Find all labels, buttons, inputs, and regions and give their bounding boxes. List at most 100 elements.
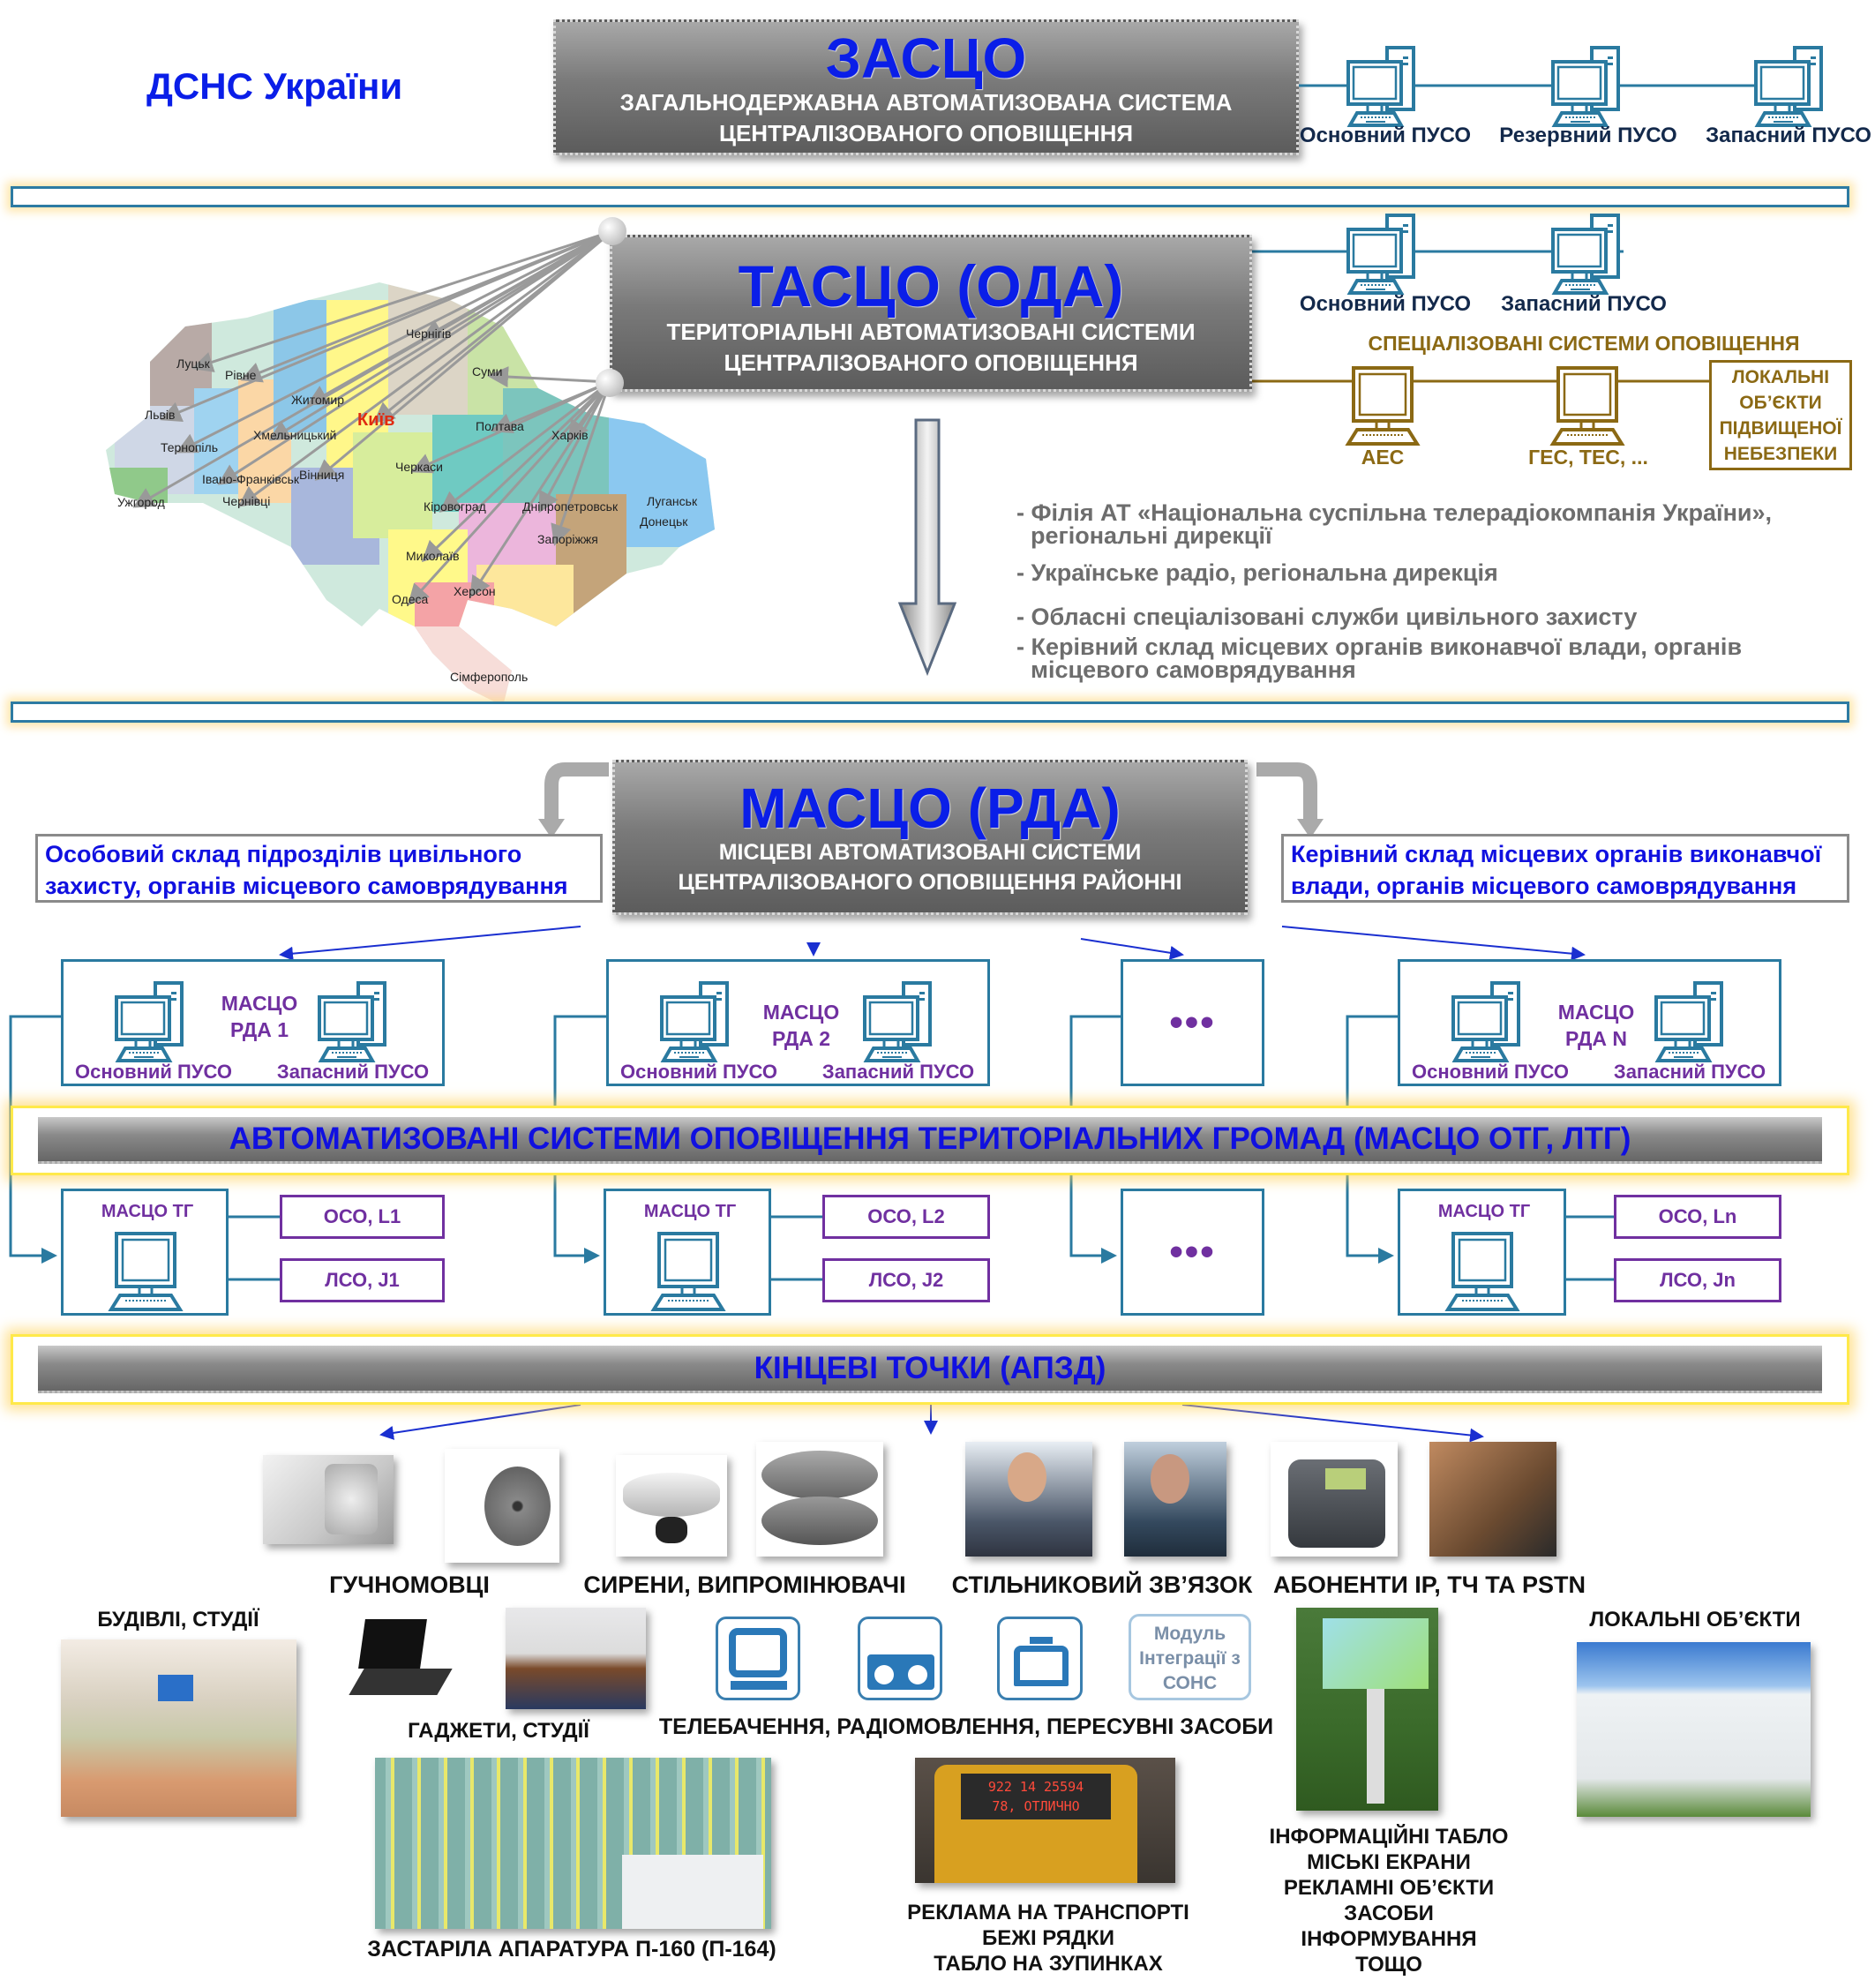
sons-integration-module: Модуль Інтеграції з СОНС (1129, 1614, 1251, 1700)
npp-label: АЕС (1361, 446, 1405, 469)
bus-display-image: 922 14 25594 78, ОТЛИЧНО (915, 1758, 1175, 1883)
otg-systems-bar: АВТОМАТИЗОВАНІ СИСТЕМИ ОПОВІЩЕННЯ ТЕРИТО… (11, 1106, 1849, 1175)
cellphone-man-image (965, 1442, 1092, 1557)
computer-icon (1754, 46, 1823, 127)
hpp-tpp-label: ГЕС, ТЕС, ... (1528, 446, 1648, 469)
map-city-label: Тернопіль (161, 440, 219, 454)
tg-unit-ellipsis: ••• (1121, 1189, 1264, 1316)
rda-unit-1: МАСЦО РДА 1 Основний ПУСО Запасний ПУСО (61, 959, 445, 1086)
main-puso-label: Основний ПУСО (620, 1061, 777, 1083)
spare-puso-label: Запасний ПУСО (821, 1061, 975, 1083)
rda-name: МАСЦО (762, 1001, 840, 1024)
map-city-label: Житомир (291, 393, 345, 407)
siren-image (616, 1455, 727, 1557)
info-label: ІНФОРМУВАННЯ (1301, 1927, 1477, 1951)
map-arrow (176, 229, 613, 454)
legacy-equipment-label: ЗАСТАРІЛА АПАРАТУРА П-160 (П-164) (367, 1937, 776, 1962)
map-arrow (314, 229, 613, 481)
zasco-subtitle-2: ЦЕНТРАЛІЗОВАНОГО ОПОВІЩЕННЯ (718, 120, 1134, 147)
map-city-label: Луцьк (176, 356, 210, 371)
local-hazard-objects-box: ЛОКАЛЬНІ ОБ’ЄКТИ ПІДВИЩЕНОЇ НЕБЕЗПЕКИ (1709, 360, 1852, 470)
map-arrow (421, 380, 611, 563)
loudspeakers-label: ГУЧНОМОВЦІ (329, 1572, 490, 1598)
map-city-label: Дніпропетровськ (522, 499, 619, 514)
masco-title: МАСЦО (РДА) (739, 776, 1121, 840)
masco-subtitle-2: ЦЕНТРАЛІЗОВАНОГО ОПОВІЩЕННЯ РАЙОННІ (678, 869, 1182, 895)
billboard-image (1296, 1608, 1438, 1811)
map-arrow (268, 229, 613, 441)
legacy-control-panel-image (375, 1758, 771, 1929)
transport-label: ТАБЛО НА ЗУПИНКАХ (934, 1952, 1163, 1976)
computer-icon (1346, 46, 1415, 127)
map-city-label: Чернівці (222, 494, 271, 508)
rda-name: МАСЦО (221, 992, 298, 1015)
special-systems-title: СПЕЦІАЛІЗОВАНІ СИСТЕМИ ОПОВІЩЕННЯ (1368, 332, 1800, 355)
oso-box: ОСО, L2 (822, 1195, 990, 1239)
tasco-box: ТАСЦО (ОДА) ТЕРИТОРІАЛЬНІ АВТОМАТИЗОВАНІ… (610, 235, 1252, 392)
rda-unit-2: МАСЦО РДА 2 Основний ПУСО Запасний ПУСО (606, 959, 990, 1086)
zasco-box: ЗАСЦО ЗАГАЛЬНОДЕРЖАВНА АВТОМАТИЗОВАНА СИ… (553, 19, 1299, 155)
computer-icon (1346, 366, 1419, 446)
info-label: ЗАСОБИ (1344, 1902, 1434, 1925)
map-city-label: Львів (145, 408, 176, 422)
map-city-label: Черкаси (395, 460, 443, 474)
local-box-line: НЕБЕЗПЕКИ (1723, 444, 1838, 464)
gadgets-label: ГАДЖЕТИ, СТУДІЇ (408, 1719, 589, 1743)
spare-puso-label: Запасний ПУСО (1613, 1061, 1766, 1083)
map-arrow (538, 381, 611, 514)
cellular-label: СТІЛЬНИКОВИЙ ЗВ’ЯЗОК (951, 1572, 1253, 1598)
map-arrow (439, 380, 611, 513)
tv-icon (716, 1617, 800, 1700)
bus-display-line: 922 14 25594 (987, 1779, 1084, 1795)
buildings-label: БУДІВЛІ, СТУДІЇ (97, 1608, 259, 1632)
map-city-label: Чернігів (406, 326, 452, 341)
recipient-item: - Керівний склад місцевих органів викона… (1016, 634, 1743, 660)
tg-unit-1: МАСЦО ТГ (61, 1189, 229, 1316)
rda-name: РДА N (1565, 1027, 1627, 1050)
rda-name: РДА 1 (229, 1018, 289, 1041)
info-label: ІНФОРМАЦІЙНІ ТАБЛО (1269, 1825, 1509, 1849)
zasco-main-puso-label: Основний ПУСО (1299, 124, 1472, 147)
tg-unit-n: МАСЦО ТГ (1398, 1189, 1566, 1316)
note-line: захисту, органів місцевого самоврядуванн… (45, 873, 568, 899)
computer-icon (115, 981, 184, 1062)
transport-label: РЕКЛАМА НА ТРАНСПОРТІ (907, 1901, 1189, 1924)
civil-protection-note: Особовий склад підрозділів цивільного за… (35, 834, 603, 903)
masco-subtitle-1: МІСЦЕВІ АВТОМАТИЗОВАНІ СИСТЕМИ (718, 840, 1142, 865)
tg-name: МАСЦО ТГ (1437, 1202, 1531, 1221)
note-line: Керівний склад місцевих органів виконавч… (1291, 841, 1822, 867)
endpoints-bar: КІНЦЕВІ ТОЧКИ (АПЗД) (11, 1334, 1849, 1405)
conference-hall-image (61, 1639, 296, 1817)
rda-name: МАСЦО (1557, 1001, 1635, 1024)
module-line: Інтеграції з (1139, 1648, 1241, 1669)
note-line: влади, органів місцевого самоврядування (1291, 873, 1797, 899)
subscribers-label: АБОНЕНТИ IP, ТЧ ТА PSTN (1272, 1572, 1586, 1598)
laptop-image (337, 1614, 470, 1709)
tasco-spare-puso-label: Запасний ПУСО (1501, 292, 1667, 316)
bus-display-line: 78, ОТЛИЧНО (992, 1798, 1080, 1814)
module-line: Модуль (1153, 1624, 1226, 1644)
tasco-title: ТАСЦО (ОДА) (738, 253, 1124, 319)
computer-icon (863, 981, 932, 1062)
map-arrow (410, 380, 611, 474)
oso-box: ОСО, Ln (1614, 1195, 1781, 1239)
recipient-item: - Обласні спеціалізовані служби цивільно… (1016, 604, 1638, 630)
level-divider-1 (11, 186, 1849, 207)
sirens-label: СИРЕНИ, ВИПРОМІНЮВАЧІ (583, 1572, 906, 1598)
local-box-line: ПІДВИЩЕНОЇ (1719, 418, 1842, 439)
radio-icon (858, 1617, 942, 1700)
map-city-label: Харків (551, 428, 589, 442)
lso-box: ЛСО, J1 (280, 1258, 445, 1302)
local-box-line: ОБ’ЄКТИ (1739, 393, 1822, 413)
transport-label: БЕЖІ РЯДКИ (982, 1926, 1114, 1950)
hub-node (596, 369, 624, 397)
main-puso-label: Основний ПУСО (75, 1061, 232, 1083)
map-arrow (160, 229, 613, 422)
rda-name: РДА 2 (771, 1027, 831, 1050)
horn-speaker-image (445, 1449, 559, 1563)
map-city-label: Івано-Франківськ (202, 472, 300, 486)
recipient-item: - Філія АТ «Національна суспільна телера… (1016, 499, 1773, 526)
phone-call-image (1429, 1442, 1556, 1557)
map-city-label: Ужгород (117, 495, 165, 509)
hub-node (598, 217, 626, 245)
